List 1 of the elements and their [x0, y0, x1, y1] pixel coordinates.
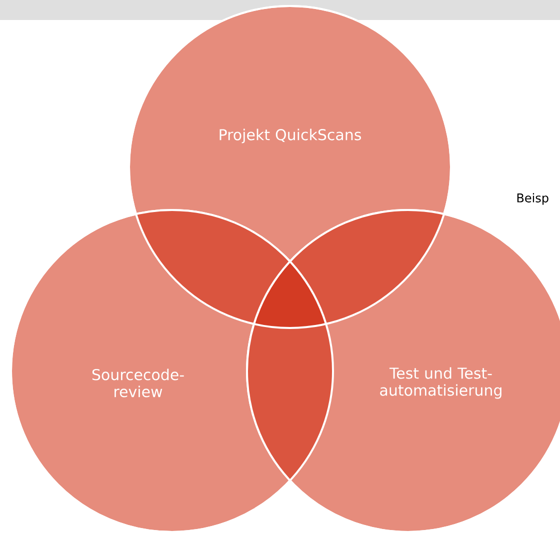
node-label: Test und Test-automatisierung: [380, 367, 502, 399]
